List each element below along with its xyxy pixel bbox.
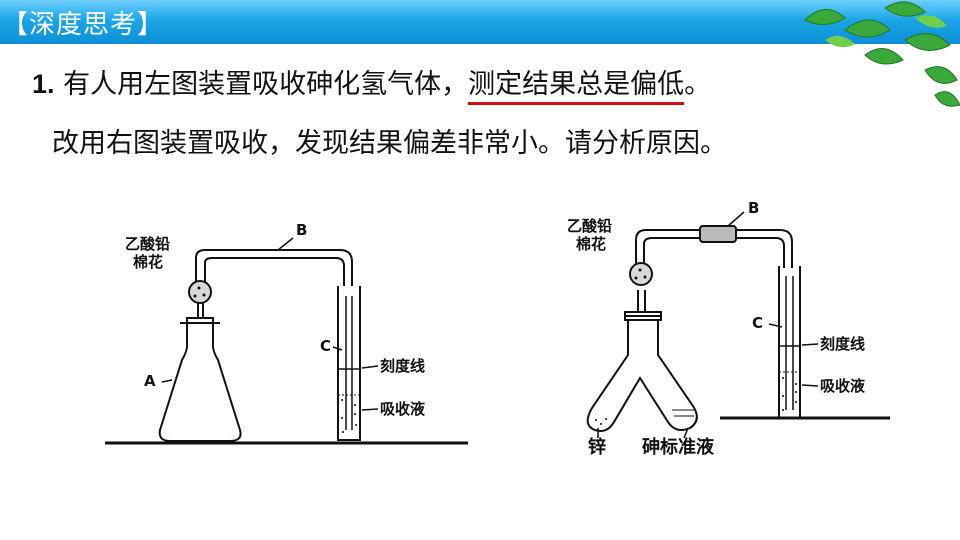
leaves-decoration-icon bbox=[804, 1, 960, 107]
left-label-A: A bbox=[144, 372, 156, 390]
question-number: 1. bbox=[32, 69, 55, 99]
page-title: 【深度思考】 bbox=[2, 10, 165, 40]
question-text-part1: 有人用左图装置吸收砷化氢气体， bbox=[63, 69, 469, 100]
right-label-absorb: 吸收液 bbox=[820, 377, 866, 395]
right-cotton-bulb bbox=[629, 262, 653, 286]
y-shaped-tube bbox=[586, 320, 698, 432]
question-text-end: 。 bbox=[684, 69, 712, 100]
tube-joint bbox=[699, 225, 737, 243]
right-label-cotton-2: 棉花 bbox=[576, 235, 607, 253]
question-line-2: 改用右图装置吸收，发现结果偏差非常小。请分析原因。 bbox=[52, 128, 727, 159]
right-label-cotton-1: 乙酸铅 bbox=[567, 217, 613, 235]
question-line-1: 1. 有人用左图装置吸收砷化氢气体，测定结果总是偏低。 bbox=[32, 62, 712, 105]
right-label-standard-solution: 砷标准液 bbox=[642, 437, 714, 458]
left-label-C: C bbox=[320, 337, 332, 355]
left-label-absorb: 吸收液 bbox=[380, 400, 426, 418]
left-tube-B bbox=[195, 249, 353, 286]
right-label-scale: 刻度线 bbox=[820, 335, 866, 353]
right-label-zinc: 锌 bbox=[588, 437, 606, 458]
left-label-cotton-1: 乙酸铅 bbox=[125, 235, 171, 253]
left-cotton-bulb bbox=[188, 280, 212, 304]
right-tube-B bbox=[635, 229, 793, 268]
left-label-B: B bbox=[296, 221, 308, 239]
left-label-cotton-2: 棉花 bbox=[133, 253, 164, 271]
header-band bbox=[0, 0, 960, 44]
highlighted-phrase: 测定结果总是偏低 bbox=[468, 69, 685, 105]
flask-A bbox=[158, 317, 242, 442]
left-label-scale: 刻度线 bbox=[380, 357, 426, 375]
right-label-C: C bbox=[752, 314, 764, 332]
left-test-tube-C bbox=[337, 286, 361, 441]
right-label-B: B bbox=[748, 199, 760, 217]
right-test-tube-C bbox=[778, 266, 801, 419]
